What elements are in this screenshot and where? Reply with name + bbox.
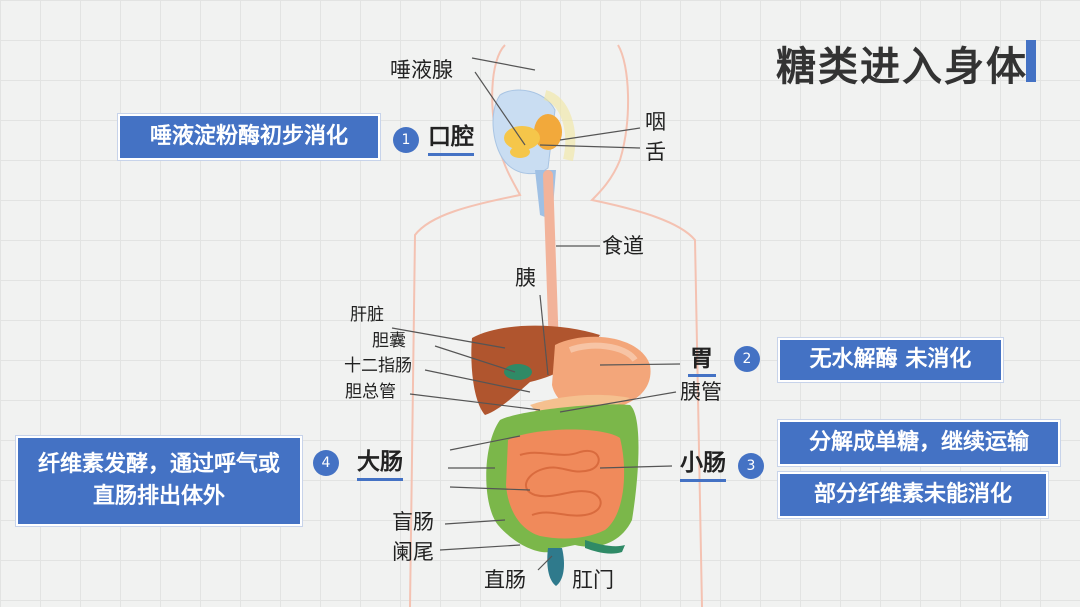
small-intestine-coils <box>519 449 602 517</box>
step-badge-3: 3 <box>738 453 764 479</box>
label-cecum: 盲肠 <box>392 510 434 534</box>
step-badge-1: 1 <box>393 127 419 153</box>
esophagus-shape <box>543 170 559 355</box>
label-gallbladder: 胆囊 <box>372 331 406 351</box>
organ-stomach: 胃 <box>690 346 713 372</box>
note-small-intestine-1-text: 分解成单糖，继续运输 <box>808 430 1029 456</box>
gallbladder-shape <box>504 364 532 380</box>
note-stomach: 无水解酶 未消化 <box>778 338 1003 382</box>
label-anus: 肛门 <box>572 568 614 592</box>
step-badge-4: 4 <box>313 450 339 476</box>
note-large-intestine-line-1: 纤维素发酵，通过呼气或 <box>37 452 280 478</box>
label-tongue: 舌 <box>645 140 666 164</box>
tongue-shape <box>504 126 540 150</box>
label-salivary-gland: 唾液腺 <box>390 58 453 82</box>
leader-stomach <box>599 363 681 366</box>
note-large-intestine: 纤维素发酵，通过呼气或 直肠排出体外 <box>16 436 302 526</box>
rectum-shape <box>547 548 564 586</box>
stomach-highlight <box>568 342 638 362</box>
label-pancreatic-duct: 胰管 <box>680 380 722 404</box>
small-intestine-shape <box>506 429 625 539</box>
leader-cecum <box>444 519 506 525</box>
leader-appendix <box>439 544 521 551</box>
note-small-intestine-2: 部分纤维素未能消化 <box>778 472 1048 518</box>
pharynx-shape <box>534 114 562 150</box>
leader-pancreas <box>539 294 549 376</box>
head-glow <box>543 90 576 162</box>
organ-large-intestine-underline <box>357 478 403 481</box>
leader-small-intestine <box>599 465 673 469</box>
page-title: 糖类进入身体 <box>776 44 1028 90</box>
leader-rectum <box>537 555 553 571</box>
leader-lines <box>391 57 681 571</box>
note-oral-cavity: 唾液淀粉酶初步消化 <box>118 114 380 160</box>
leader-large-intestine-1 <box>449 435 521 451</box>
sigmoid-shape <box>585 540 625 554</box>
step-badge-2: 2 <box>734 346 760 372</box>
organ-small-intestine: 小肠 <box>680 450 726 476</box>
label-duodenum: 十二指肠 <box>344 356 412 376</box>
label-pancreas: 胰 <box>515 266 536 290</box>
leader-gallbladder <box>434 345 516 373</box>
leader-salivary-1 <box>471 57 536 71</box>
leader-duodenum <box>424 369 531 393</box>
body-outline-left <box>409 44 522 607</box>
label-liver: 肝脏 <box>350 305 384 325</box>
leader-large-intestine-3 <box>449 486 531 491</box>
label-bile-duct: 胆总管 <box>345 382 396 402</box>
organ-large-intestine: 大肠 <box>357 449 403 475</box>
organ-oral-cavity: 口腔 <box>428 124 474 150</box>
leader-bile-duct <box>409 393 541 411</box>
note-small-intestine-1: 分解成单糖，继续运输 <box>778 420 1060 466</box>
leader-pharynx <box>559 127 641 141</box>
title-accent-bar <box>1026 40 1036 82</box>
label-pharynx: 咽 <box>645 110 666 134</box>
organ-stomach-underline <box>688 374 716 377</box>
leader-tongue <box>539 144 641 149</box>
note-large-intestine-line-2: 直肠排出体外 <box>92 484 225 509</box>
organ-small-intestine-underline <box>680 479 726 482</box>
leader-liver <box>391 327 506 349</box>
label-rectum: 直肠 <box>484 568 526 592</box>
label-appendix: 阑尾 <box>392 540 434 564</box>
note-oral-cavity-text: 唾液淀粉酶初步消化 <box>149 124 348 150</box>
stomach-shape <box>552 336 651 412</box>
salivary-gland-shape <box>510 146 530 158</box>
body-outline-right <box>589 44 703 607</box>
leader-salivary-2 <box>474 71 526 146</box>
organ-oral-cavity-underline <box>428 153 474 156</box>
note-small-intestine-2-text: 部分纤维素未能消化 <box>813 482 1012 508</box>
note-stomach-text: 无水解酶 未消化 <box>809 347 972 373</box>
leader-pancreatic-duct <box>559 391 677 413</box>
label-esophagus: 食道 <box>602 234 644 258</box>
